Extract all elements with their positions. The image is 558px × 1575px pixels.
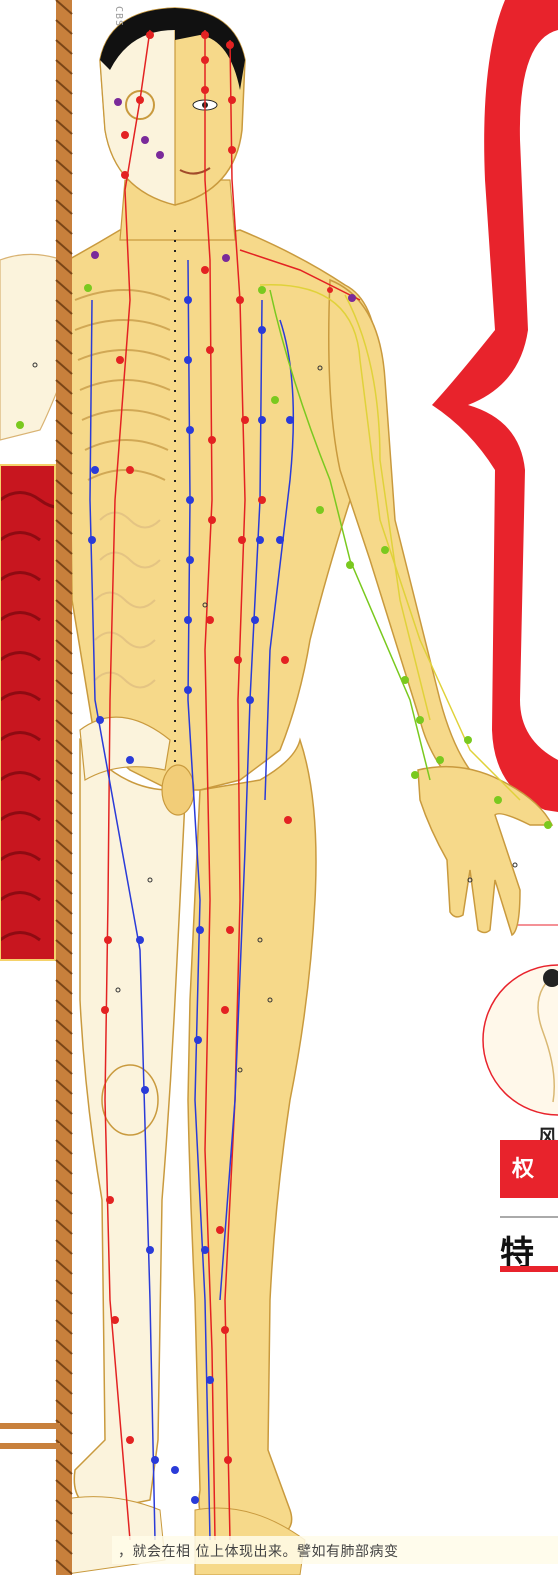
human-figure — [0, 8, 552, 1575]
inset-circle — [483, 965, 558, 1115]
red-divider-bar — [500, 1266, 558, 1272]
vertical-code-text: CBS — [113, 6, 124, 27]
body-caption-text: ，就会在相 位上体现出来。譬如有肺部病变 — [118, 1541, 398, 1561]
banner-text: 权 — [512, 1151, 534, 1183]
red-brace-ornament — [432, 0, 558, 812]
divider-line — [500, 1216, 558, 1218]
